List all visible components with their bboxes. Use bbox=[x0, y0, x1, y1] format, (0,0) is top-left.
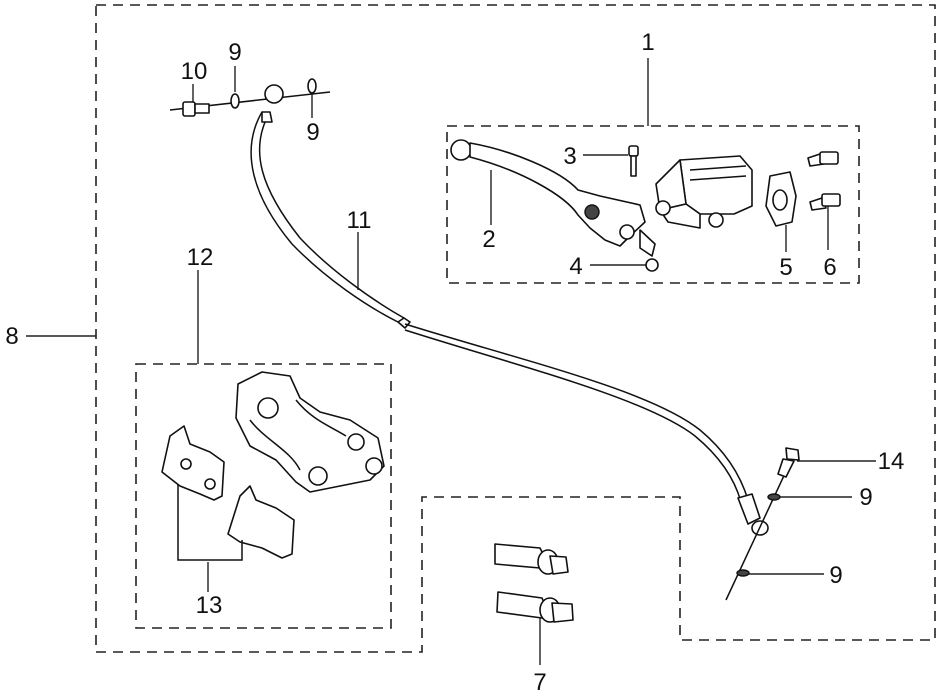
callout-9-lower-right-lower: 9 bbox=[829, 562, 842, 589]
callout-9-lower-right-upper: 9 bbox=[859, 484, 872, 511]
callout-10: 10 bbox=[181, 58, 208, 85]
callout-13: 13 bbox=[196, 592, 223, 619]
lever-pivot-bolt-3 bbox=[628, 145, 639, 177]
washer-9-left bbox=[230, 93, 240, 109]
callout-4: 4 bbox=[569, 253, 582, 280]
callout-6: 6 bbox=[823, 254, 836, 281]
callout-11: 11 bbox=[347, 207, 372, 234]
callout-9-top-right: 9 bbox=[306, 119, 319, 146]
callout-labels: 1 2 3 4 5 6 7 8 9 9 9 9 10 11 12 13 14 bbox=[5, 29, 904, 696]
brake-lever-2 bbox=[450, 139, 656, 257]
callout-14: 14 bbox=[878, 448, 905, 475]
clamp-5 bbox=[765, 171, 797, 227]
brake-hose-11 bbox=[250, 84, 769, 536]
washer-9-right bbox=[307, 78, 317, 94]
callout-3: 3 bbox=[563, 143, 576, 170]
brake-pads-13 bbox=[161, 425, 295, 561]
caliper-group-box bbox=[135, 363, 392, 629]
callout-8: 8 bbox=[5, 323, 18, 350]
callout-12: 12 bbox=[187, 244, 214, 271]
lever-nut-4 bbox=[645, 258, 659, 272]
assembly-boundary bbox=[95, 4, 936, 653]
banjo-bolt-10 bbox=[169, 91, 331, 117]
caliper-bolts-7 bbox=[494, 543, 574, 623]
washer-9-upper-right bbox=[767, 493, 781, 501]
callout-5: 5 bbox=[779, 254, 792, 281]
callout-7: 7 bbox=[533, 669, 546, 696]
callout-1: 1 bbox=[641, 29, 654, 56]
washer-9-lower-right bbox=[736, 569, 750, 577]
clamp-bolts-6 bbox=[807, 151, 841, 211]
master-cylinder-body bbox=[655, 155, 753, 229]
brake-caliper-12 bbox=[235, 371, 385, 493]
callout-9-top-left: 9 bbox=[228, 39, 241, 66]
leader-lines bbox=[26, 58, 876, 665]
master-cylinder-group-box bbox=[446, 125, 860, 284]
banjo-bolt-14 bbox=[725, 447, 800, 601]
callout-2: 2 bbox=[482, 226, 495, 253]
